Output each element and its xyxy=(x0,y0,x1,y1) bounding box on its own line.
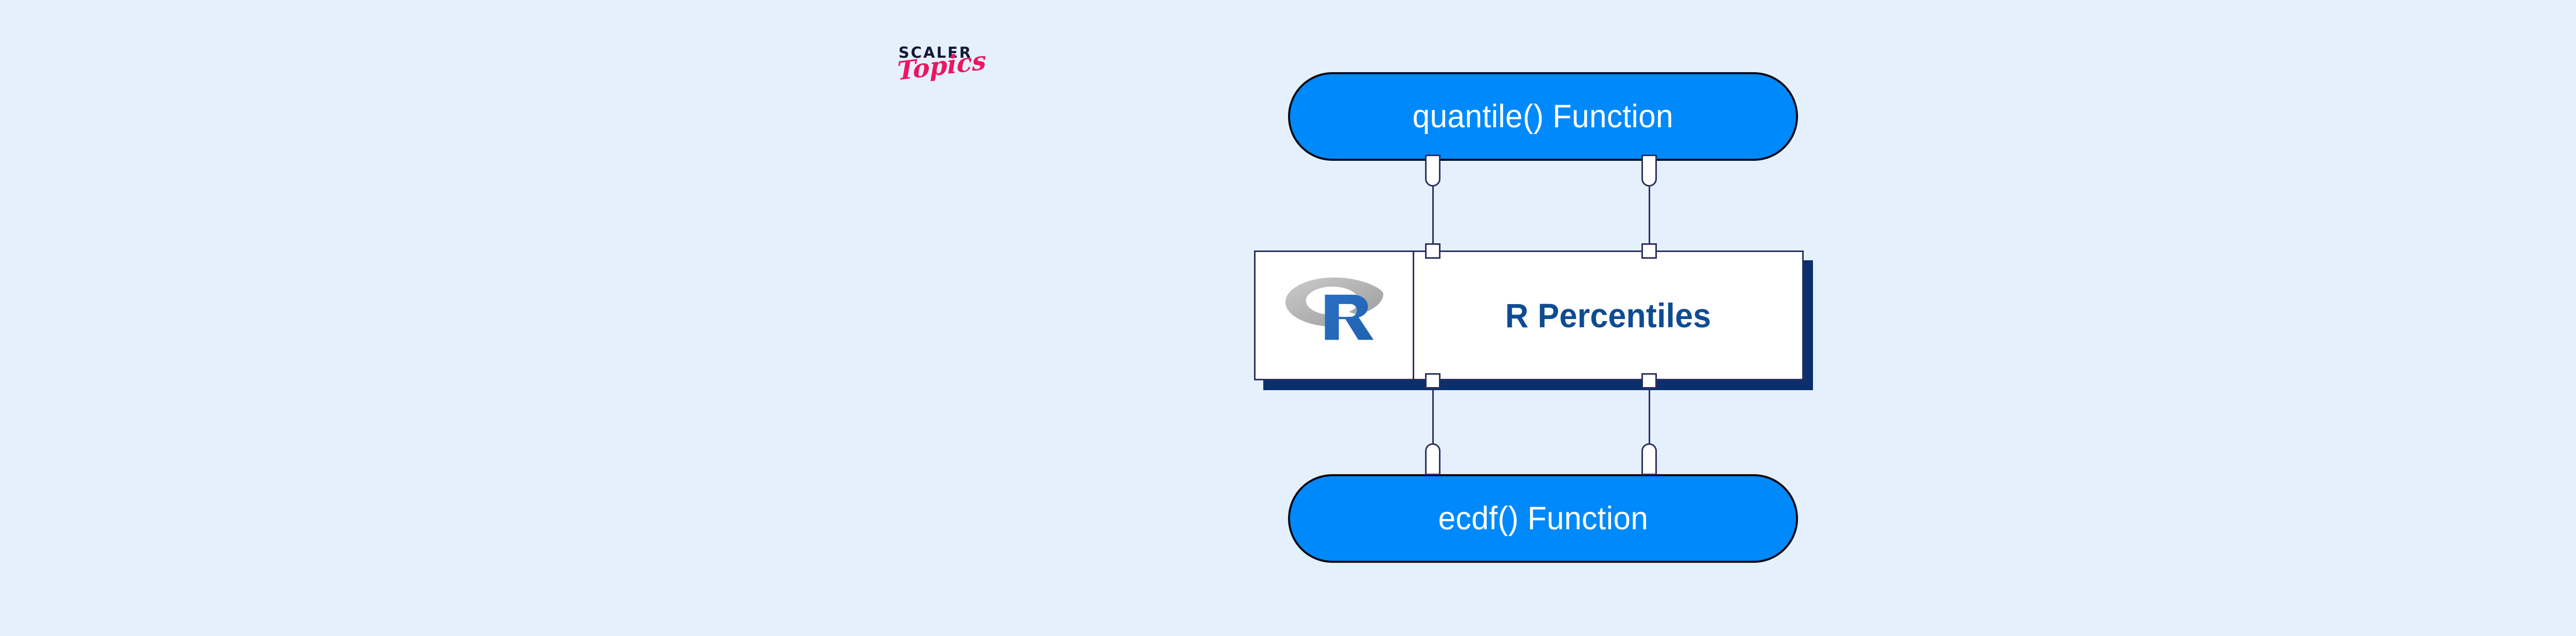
connector-cap-icon xyxy=(1641,443,1657,475)
connector-line xyxy=(1432,389,1434,445)
connector-cap-icon xyxy=(1425,155,1440,187)
r-language-logo-icon xyxy=(1285,277,1383,340)
quantile-node-label: quantile() Function xyxy=(1412,98,1674,135)
connector-quantile-right xyxy=(1641,155,1657,259)
connector-quantile-left xyxy=(1425,155,1440,259)
connector-line xyxy=(1649,389,1650,445)
center-card: R Percentiles xyxy=(1254,250,1804,380)
center-card-title-cell: R Percentiles xyxy=(1414,252,1802,379)
connector-ecdf-left xyxy=(1425,373,1440,481)
brand-wordmark: SCALER xyxy=(899,44,973,61)
r-logo-cell xyxy=(1256,252,1414,379)
connector-square-icon xyxy=(1641,373,1657,389)
connector-line xyxy=(1649,187,1650,245)
connector-square-icon xyxy=(1425,243,1440,259)
ecdf-node-label: ecdf() Function xyxy=(1438,500,1648,537)
scaler-topics-logo: SCALER Topics xyxy=(894,45,1048,133)
center-card-title: R Percentiles xyxy=(1505,296,1711,334)
connector-line xyxy=(1432,187,1434,245)
connector-cap-icon xyxy=(1425,443,1440,475)
connector-square-icon xyxy=(1641,243,1657,259)
quantile-node[interactable]: quantile() Function xyxy=(1288,72,1798,161)
ecdf-node[interactable]: ecdf() Function xyxy=(1288,474,1798,563)
connector-cap-icon xyxy=(1641,155,1657,187)
connector-square-icon xyxy=(1425,373,1440,389)
connector-ecdf-right xyxy=(1641,373,1657,481)
